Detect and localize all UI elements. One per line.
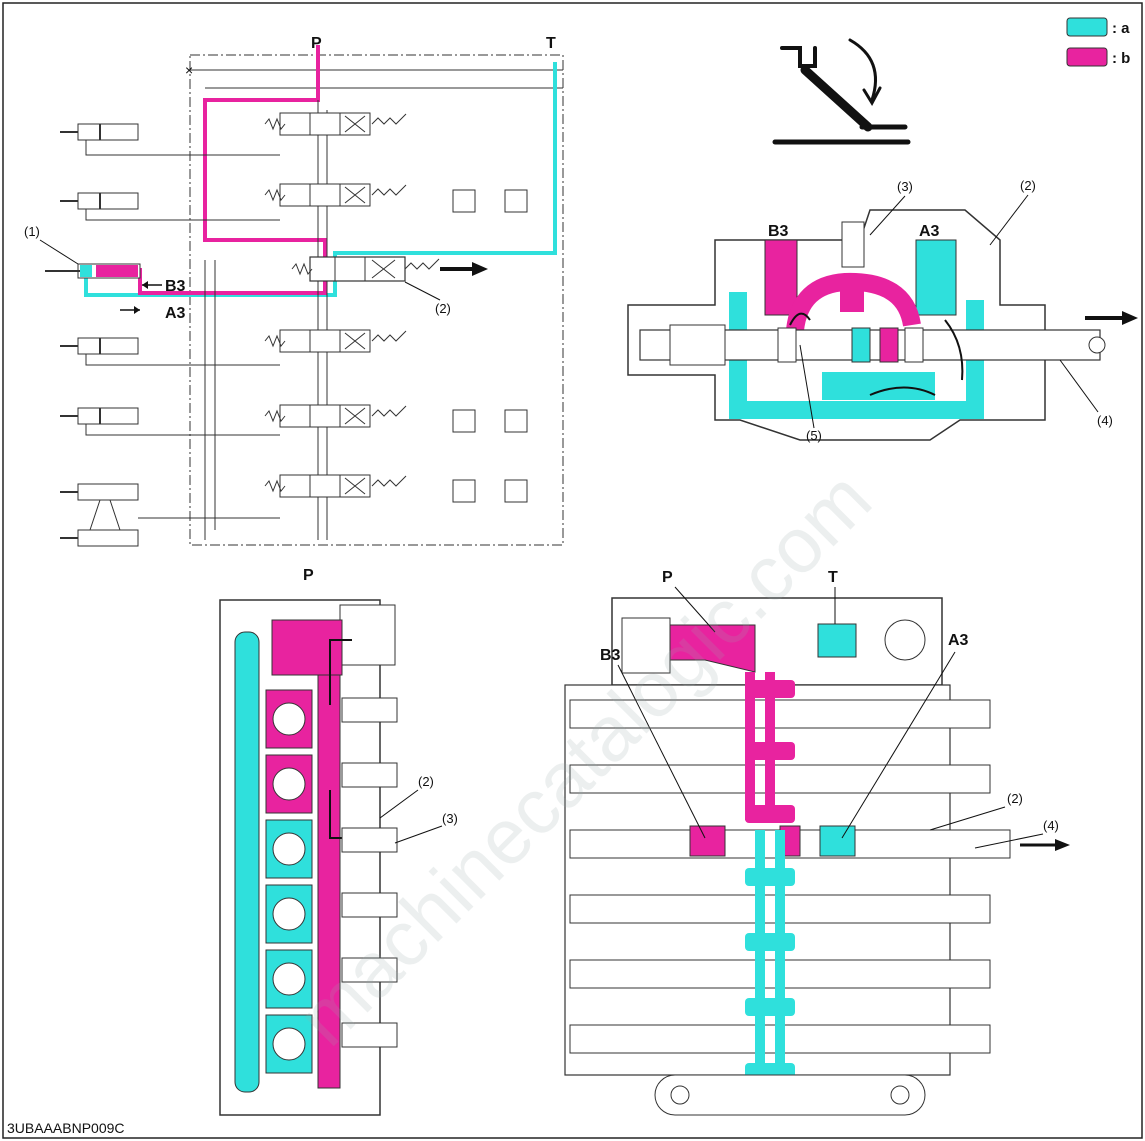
valve-top-view: P T B3 A3 (2) (4) <box>564 569 1070 1116</box>
valve-side-view: P (2) (3) <box>219 567 458 1116</box>
section-callout-2: (2) <box>1020 178 1036 193</box>
cylinder-2 <box>60 192 280 221</box>
schematic-callout-2: (2) <box>435 301 451 316</box>
spool-section-4 <box>264 329 407 353</box>
legend: : a : b <box>1066 17 1130 67</box>
side-callout-2: (2) <box>418 774 434 789</box>
pedal-press-icon <box>772 38 911 145</box>
top-label-a3: A3 <box>948 632 969 649</box>
cylinder-1 <box>60 123 280 156</box>
schematic-port-p: P <box>311 35 322 52</box>
legend-swatch-b <box>1066 47 1108 67</box>
schematic-label-b3: B3 <box>165 278 186 295</box>
figure-code: 3UBAAABNP009C <box>7 1120 125 1136</box>
spool-section-6 <box>264 474 528 503</box>
section-callout-4: (4) <box>1097 413 1113 428</box>
spool-section-5 <box>264 404 528 433</box>
valve-section-view: B3 A3 (3) (2) (4) (5) <box>627 178 1138 443</box>
legend-swatch-a <box>1066 17 1108 37</box>
spool-section-3-active <box>291 256 488 282</box>
svg-text:×: × <box>185 62 193 78</box>
hydraulic-schematic: × <box>24 35 564 547</box>
top-port-t: T <box>828 569 838 586</box>
side-callout-3: (3) <box>442 811 458 826</box>
section-label-b3: B3 <box>768 223 789 240</box>
side-port-p: P <box>303 567 314 584</box>
top-port-p: P <box>662 569 673 586</box>
section-label-a3: A3 <box>919 223 940 240</box>
schematic-label-a3: A3 <box>165 305 186 322</box>
legend-label-b: : b <box>1112 50 1130 67</box>
top-callout-4: (4) <box>1043 818 1059 833</box>
section-callout-5: (5) <box>806 428 822 443</box>
schematic-callout-1: (1) <box>24 224 40 239</box>
cylinder-3-active <box>45 263 141 279</box>
cylinder-4 <box>60 337 280 366</box>
legend-label-a: : a <box>1112 20 1130 37</box>
schematic-port-t: T <box>546 35 556 52</box>
top-callout-2: (2) <box>1007 791 1023 806</box>
spool-section-2 <box>264 183 528 213</box>
spool-section-1 <box>264 112 407 136</box>
top-label-b3: B3 <box>600 647 621 664</box>
cylinder-5 <box>60 407 280 436</box>
section-callout-3: (3) <box>897 179 913 194</box>
cylinder-6 <box>60 483 280 547</box>
